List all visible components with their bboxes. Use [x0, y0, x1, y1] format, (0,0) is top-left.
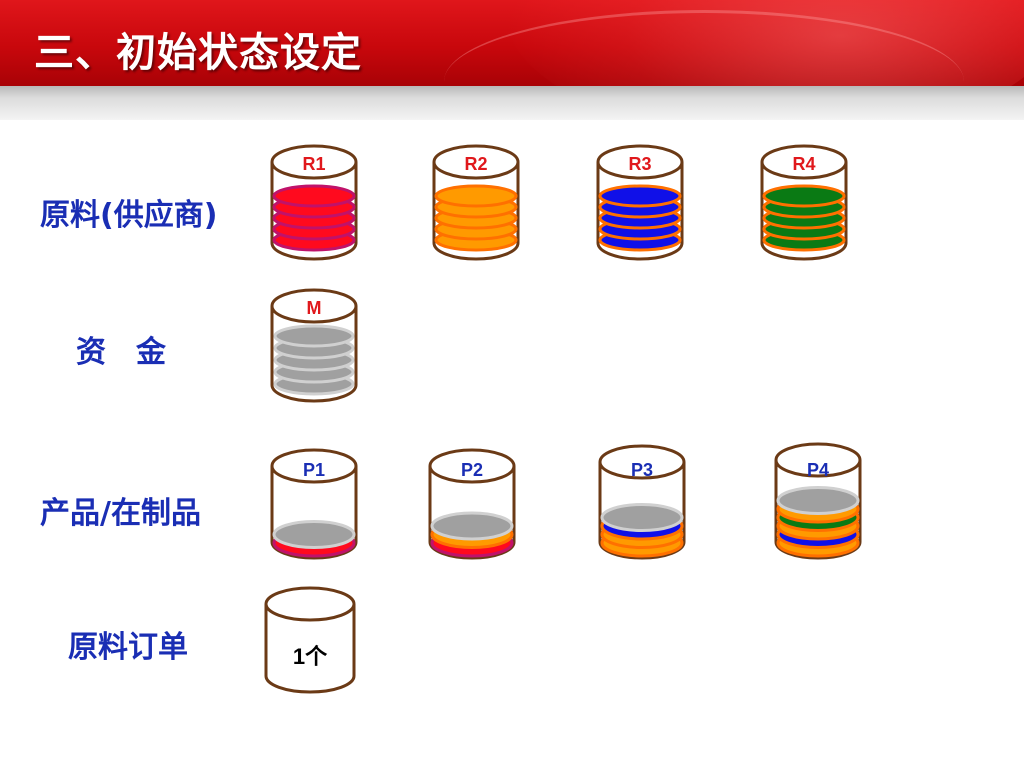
product-chip: [600, 503, 684, 532]
order-container-text: 1个: [293, 644, 328, 669]
order-container-rim: [264, 586, 356, 622]
raw-container-r4-rim: [760, 144, 848, 180]
raw-container-r3-rim: [596, 144, 684, 180]
raw-container-label: R3: [628, 154, 651, 174]
capital-chip: [273, 324, 355, 348]
row-label-capital: 资 金: [76, 335, 166, 370]
product-container-p2: P2: [428, 448, 516, 560]
raw-container-r2: R2: [432, 144, 520, 261]
product-chip: [272, 520, 356, 549]
order-container: 1个: [264, 586, 356, 694]
page-title: 三、初始状态设定: [34, 30, 362, 76]
raw-container-r2-rim: [432, 144, 520, 180]
row-label-products: 产品/在制品: [40, 496, 201, 531]
raw-container-label: R4: [792, 154, 815, 174]
product-container-label: P4: [807, 460, 829, 480]
product-container-p1: P1: [270, 448, 358, 560]
product-container-label: P2: [461, 460, 483, 480]
raw-container-label: R2: [464, 154, 487, 174]
product-container-label: P1: [303, 460, 325, 480]
row-label-raw-orders: 原料订单: [68, 630, 188, 665]
product-chip: [430, 511, 514, 541]
header-band: [0, 86, 1024, 120]
capital-container-rim: [270, 288, 358, 324]
product-container-p3: P3: [598, 444, 686, 560]
product-container-p4: P4: [774, 442, 862, 560]
raw-chip: [434, 184, 518, 208]
product-chip: [776, 486, 860, 515]
raw-chip: [272, 184, 356, 208]
header-decoration-line: [444, 10, 964, 86]
raw-chip: [762, 184, 846, 208]
product-container-label: P3: [631, 460, 653, 480]
row-label-raw-materials: 原料(供应商): [40, 198, 218, 233]
product-container-p4-rim: [774, 442, 862, 478]
product-container-p2-rim: [428, 448, 516, 484]
raw-chip: [598, 184, 682, 208]
raw-container-label: R1: [302, 154, 325, 174]
raw-container-r1-rim: [270, 144, 358, 180]
product-container-p1-rim: [270, 448, 358, 484]
raw-container-r1: R1: [270, 144, 358, 261]
header-bar: 三、初始状态设定: [0, 0, 1024, 86]
raw-container-r3: R3: [596, 144, 684, 261]
capital-container: M: [270, 288, 358, 403]
raw-container-r4: R4: [760, 144, 848, 261]
capital-container-label: M: [307, 298, 322, 318]
product-container-p3-rim: [598, 444, 686, 480]
order-container-body: [264, 604, 356, 694]
